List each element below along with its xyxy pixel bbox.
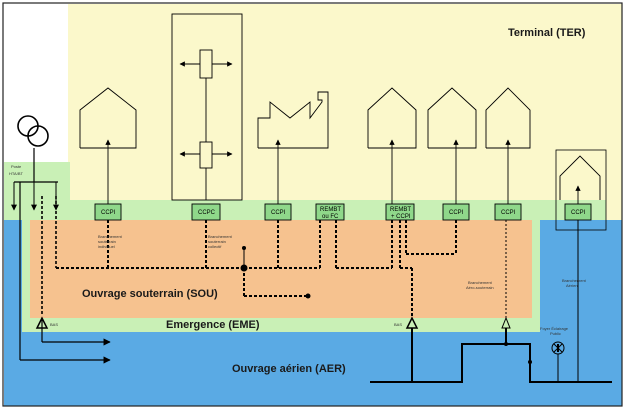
svg-text:+ CCPI: + CCPI: [391, 214, 411, 220]
bas-triangle-left: [35, 316, 49, 329]
branch-coll-1: Branchement: [208, 234, 233, 239]
factory: [257, 91, 329, 149]
svg-text:CCPI: CCPI: [571, 210, 586, 216]
rembt-fc-box: REMBT ou FC: [315, 203, 345, 221]
branch-aerien-2: Aérien: [566, 283, 578, 288]
aerien-label: Ouvrage aérien (AER): [232, 363, 346, 375]
branch-indiv-2: souterrain: [98, 239, 116, 244]
bas-label-right: BAS: [394, 322, 402, 327]
branch-aerien-1: Branchement: [562, 278, 587, 283]
emergence-label: Emergence (EME): [166, 319, 260, 331]
branch-indiv-3: individuel: [98, 244, 115, 249]
ccpi-box-5: CCPI: [442, 203, 470, 221]
poste-label-1: Poste: [11, 164, 22, 169]
svg-text:CCPI: CCPI: [101, 210, 116, 216]
bas-label-left: BAS: [50, 322, 58, 327]
foyer-label-1: Foyer Éclairage: [540, 326, 569, 331]
poste-arrows: [11, 182, 59, 211]
aerial-node-1: [504, 342, 508, 346]
svg-text:CCPI: CCPI: [271, 210, 286, 216]
ccpi-box-7: CCPI: [564, 203, 592, 221]
house-4: [367, 87, 417, 149]
poste-feeders: [19, 182, 111, 364]
aerien-house-frame: [555, 149, 607, 231]
branch-indiv-1: Branchement: [98, 234, 123, 239]
foyer-label-2: Public: [550, 331, 561, 336]
collective-building: [171, 13, 243, 201]
house-6: [485, 87, 531, 149]
house-1: [79, 87, 137, 149]
svg-text:REMBT: REMBT: [320, 207, 341, 213]
rembt-ccpi-box: REMBT + CCPI: [385, 203, 415, 221]
service-arrows: [105, 139, 581, 204]
svg-text:CCPC: CCPC: [198, 210, 216, 216]
branch-aero-2: Aéro-souterrain: [466, 285, 494, 290]
ccpc-box: CCPC: [191, 203, 221, 221]
ccpi-box-3: CCPI: [264, 203, 292, 221]
poste-label-2: HTA/BT: [9, 171, 23, 176]
svg-text:CCPI: CCPI: [501, 210, 516, 216]
svg-text:REMBT: REMBT: [390, 207, 411, 213]
branch-coll-2: souterrain: [208, 239, 226, 244]
ccpi-box-6: CCPI: [494, 203, 522, 221]
aerial-node-2: [528, 360, 532, 364]
junction-dot-2: [305, 293, 311, 299]
collective-internals: [179, 49, 233, 200]
branch-coll-3: collectif: [208, 244, 222, 249]
house-7: [559, 155, 601, 200]
house-5: [427, 87, 477, 149]
terminal-label: Terminal (TER): [508, 27, 586, 39]
souterrain-label: Ouvrage souterrain (SOU): [82, 288, 218, 300]
underground-network: [56, 220, 457, 316]
svg-text:ou FC: ou FC: [322, 214, 339, 220]
transformer-icon: [17, 115, 49, 147]
svg-text:CCPI: CCPI: [449, 210, 464, 216]
lamp-icon: [551, 341, 565, 355]
branch-aero-1: Branchement: [468, 280, 493, 285]
ccpi-box-1: CCPI: [94, 203, 122, 221]
buildings: [79, 13, 601, 201]
